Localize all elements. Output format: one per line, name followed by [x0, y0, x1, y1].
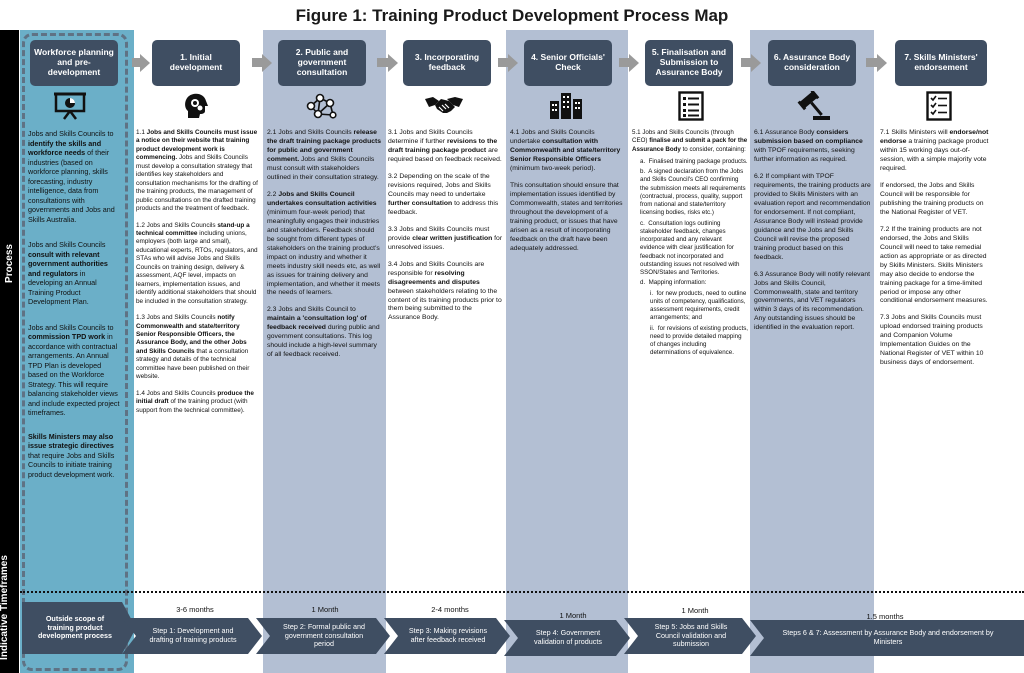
timeline-step-5: Step 5: Jobs and Skills Council validati…	[624, 618, 756, 654]
duration-step-4: 1 Month	[559, 611, 587, 620]
checklist-icon	[676, 90, 706, 122]
duration-step-2: 1 Month	[311, 605, 339, 614]
pre-development-text: Jobs and Skills Councils to identify the…	[28, 129, 120, 479]
stage-pre-development: Workforce planning and pre-development	[30, 40, 118, 86]
stage-7-text: 7.1 Skills Ministers will endorse/not en…	[880, 129, 989, 367]
sidebar-label-timeframes: Indicative Timeframes	[0, 555, 10, 660]
sidebar-label-process: Process	[3, 244, 15, 283]
timeline-steps-6-7: Steps 6 & 7: Assessment by Assurance Bod…	[750, 620, 1024, 656]
timeline-step-4: Step 4: Government validation of product…	[504, 620, 630, 656]
stage-3-text: 3.1 Jobs and Skills Councils determine i…	[388, 129, 503, 322]
stage-7-ministers-endorsement: 7. Skills Ministers' endorsement	[895, 40, 987, 86]
stage-1-initial-development: 1. Initial development	[152, 40, 240, 86]
timeline-step-outside-scope: Outside scope of training product develo…	[22, 602, 136, 654]
dashed-outline	[22, 33, 128, 671]
stage-2-consultation: 2. Public and government consultation	[278, 40, 366, 86]
column-bg-stage-6	[750, 30, 874, 673]
network-icon	[302, 91, 338, 121]
stage-1-text: 1.1 Jobs and Skills Councils must issue …	[136, 129, 258, 414]
head-gears-icon	[180, 91, 212, 121]
duration-step-5: 1 Month	[681, 606, 709, 615]
timeline-step-3: Step 3: Making revisions after feedback …	[384, 618, 510, 654]
stage-5-finalisation: 5. Finalisation and Submission to Assura…	[645, 40, 733, 86]
ballot-icon	[924, 90, 954, 122]
column-bg-stage-2	[263, 30, 386, 673]
column-bg-pre-development	[20, 30, 134, 673]
stage-2-text: 2.1 Jobs and Skills Councils release the…	[267, 129, 382, 359]
buildings-icon	[548, 90, 584, 120]
column-bg-stage-4	[506, 30, 628, 673]
stage-6-text: 6.1 Assurance Body considers submission …	[754, 129, 871, 332]
stage-4-text: 4.1 Jobs and Skills Councils undertake c…	[510, 129, 623, 252]
presentation-chart-icon	[52, 91, 88, 121]
duration-step-1: 3-6 months	[176, 605, 214, 614]
timeline-step-1: Step 1: Development and drafting of trai…	[122, 618, 262, 654]
stage-3-incorporating-feedback: 3. Incorporating feedback	[403, 40, 491, 86]
stage-6-assurance-body: 6. Assurance Body consideration	[768, 40, 856, 86]
duration-steps-6-7: 1.5 months	[866, 612, 904, 621]
duration-step-3: 2-4 months	[431, 605, 469, 614]
sidebar: Process Indicative Timeframes	[0, 30, 19, 673]
gavel-icon	[796, 90, 832, 122]
page-title: Figure 1: Training Product Development P…	[295, 6, 729, 25]
stage-4-senior-officials-check: 4. Senior Officials' Check	[524, 40, 612, 86]
timeline-step-2: Step 2: Formal public and government con…	[256, 618, 390, 654]
handshake-icon	[424, 91, 464, 119]
stage-5-text: 5.1 Jobs and Skills Councils (through CE…	[632, 129, 749, 357]
timeline-separator	[20, 591, 1024, 593]
